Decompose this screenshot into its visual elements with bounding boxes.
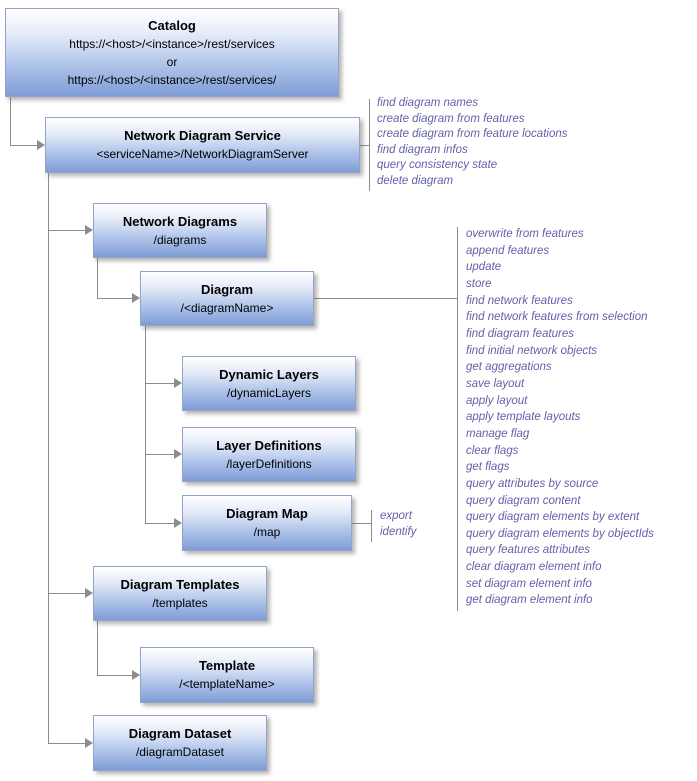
diagram-templates-box: Diagram Templates /templates xyxy=(93,566,267,621)
operation-item: find diagram names xyxy=(377,97,478,109)
operation-item: apply template layouts xyxy=(466,411,581,424)
operation-item: get aggregations xyxy=(466,361,552,374)
node-path: /<diagramName> xyxy=(180,300,274,315)
operation-item: query diagram elements by extent xyxy=(466,511,640,524)
connector-line xyxy=(97,258,98,299)
operation-item: query features attributes xyxy=(466,544,591,557)
node-title: Network Diagram Service xyxy=(124,128,281,143)
node-title: Network Diagrams xyxy=(122,213,238,229)
operation-item: apply layout xyxy=(466,394,528,407)
connector-line xyxy=(48,173,49,744)
operation-item: find initial network objects xyxy=(466,344,598,357)
network-diagram-service-box: Network Diagram Service <serviceName>/Ne… xyxy=(45,117,360,173)
diagram-dataset-box: Diagram Dataset /diagramDataset xyxy=(93,715,267,771)
ops-bracket-line xyxy=(314,298,457,299)
node-title: Template xyxy=(198,658,256,673)
operation-item: query consistency state xyxy=(377,159,498,172)
node-path: <serviceName>/NetworkDiagramServer xyxy=(96,147,309,161)
node-path: /diagramDataset xyxy=(135,745,225,759)
arrow-right-icon xyxy=(132,670,140,680)
connector-line xyxy=(10,145,37,146)
arrow-right-icon xyxy=(85,738,93,748)
operation-item: clear flags xyxy=(466,444,519,457)
operation-item: create diagram from features xyxy=(377,112,525,125)
arrow-right-icon xyxy=(174,378,182,388)
operation-item: clear diagram element info xyxy=(466,561,602,574)
node-path: /diagrams xyxy=(153,232,207,247)
node-path: /<templateName> xyxy=(179,677,275,691)
layer-definitions-box: Layer Definitions /layerDefinitions xyxy=(182,427,356,482)
catalog-box: Catalog https://<host>/<instance>/rest/s… xyxy=(5,8,339,97)
connector-line xyxy=(48,230,85,231)
dynamic-layers-box: Dynamic Layers /dynamicLayers xyxy=(182,356,356,411)
operation-item: append features xyxy=(466,244,550,257)
node-path: /templates xyxy=(152,595,208,610)
ops-bracket-line xyxy=(352,523,371,524)
connector-line xyxy=(97,621,98,676)
template-box: Template /<templateName> xyxy=(140,647,314,703)
node-title: Diagram Dataset xyxy=(128,726,232,741)
node-path: /map xyxy=(253,525,281,539)
connector-line xyxy=(10,97,11,146)
diagram-map-operations-list: export identify xyxy=(380,508,416,540)
operation-item: find diagram infos xyxy=(377,143,468,156)
connector-line xyxy=(48,743,85,744)
node-title: Diagram Map xyxy=(226,506,308,521)
operation-item: store xyxy=(466,277,492,290)
catalog-or-label: or xyxy=(166,54,178,69)
network-diagrams-box: Network Diagrams /diagrams xyxy=(93,203,267,258)
ops-bracket-line xyxy=(369,99,370,191)
operation-item: query diagram content xyxy=(466,494,581,507)
operation-item: query attributes by source xyxy=(466,477,599,490)
diagram-map-box: Diagram Map /map xyxy=(182,495,352,551)
connector-line xyxy=(145,454,174,455)
service-operations-list: find diagram names create diagram from fe… xyxy=(377,96,567,190)
arrow-right-icon xyxy=(132,293,140,303)
connector-line xyxy=(145,383,174,384)
operation-item: get flags xyxy=(466,461,510,474)
operation-item: query diagram elements by objectIds xyxy=(466,527,654,540)
node-title: Layer Definitions xyxy=(216,437,322,453)
operation-item: overwrite from features xyxy=(466,228,584,240)
arrow-right-icon xyxy=(85,225,93,235)
diagram-operations-list: overwrite from features append features up… xyxy=(466,226,654,609)
connector-line xyxy=(145,523,174,524)
node-title: Dynamic Layers xyxy=(219,366,319,382)
operation-item: find network features xyxy=(466,294,573,307)
operation-item: export xyxy=(380,510,412,522)
connector-line xyxy=(97,298,132,299)
operation-item: identify xyxy=(380,526,417,538)
operation-item: set diagram element info xyxy=(466,577,592,590)
ops-bracket-line xyxy=(371,510,372,542)
operation-item: find network features from selection xyxy=(466,311,648,324)
node-path: /layerDefinitions xyxy=(226,456,312,471)
diagram-box: Diagram /<diagramName> xyxy=(140,271,314,326)
arrow-right-icon xyxy=(85,588,93,598)
catalog-title: Catalog xyxy=(148,17,196,33)
operation-item: create diagram from feature locations xyxy=(377,128,568,141)
node-path: /dynamicLayers xyxy=(226,385,312,400)
catalog-url-1: https://<host>/<instance>/rest/services xyxy=(69,36,275,51)
node-title: Diagram Templates xyxy=(120,576,240,592)
ops-bracket-line xyxy=(360,145,369,146)
operation-item: save layout xyxy=(466,377,525,390)
operation-item: find diagram features xyxy=(466,327,575,340)
arrow-right-icon xyxy=(37,140,45,150)
operation-item: get diagram element info xyxy=(466,594,593,607)
operation-item: update xyxy=(466,261,502,274)
ops-bracket-line xyxy=(457,227,458,611)
connector-line xyxy=(97,675,132,676)
connector-line xyxy=(48,593,85,594)
operation-item: manage flag xyxy=(466,427,530,440)
arrow-right-icon xyxy=(174,518,182,528)
node-title: Diagram xyxy=(200,281,254,297)
arrow-right-icon xyxy=(174,449,182,459)
operation-item: delete diagram xyxy=(377,174,454,187)
catalog-url-2: https://<host>/<instance>/rest/services/ xyxy=(67,72,277,87)
connector-line xyxy=(145,326,146,524)
